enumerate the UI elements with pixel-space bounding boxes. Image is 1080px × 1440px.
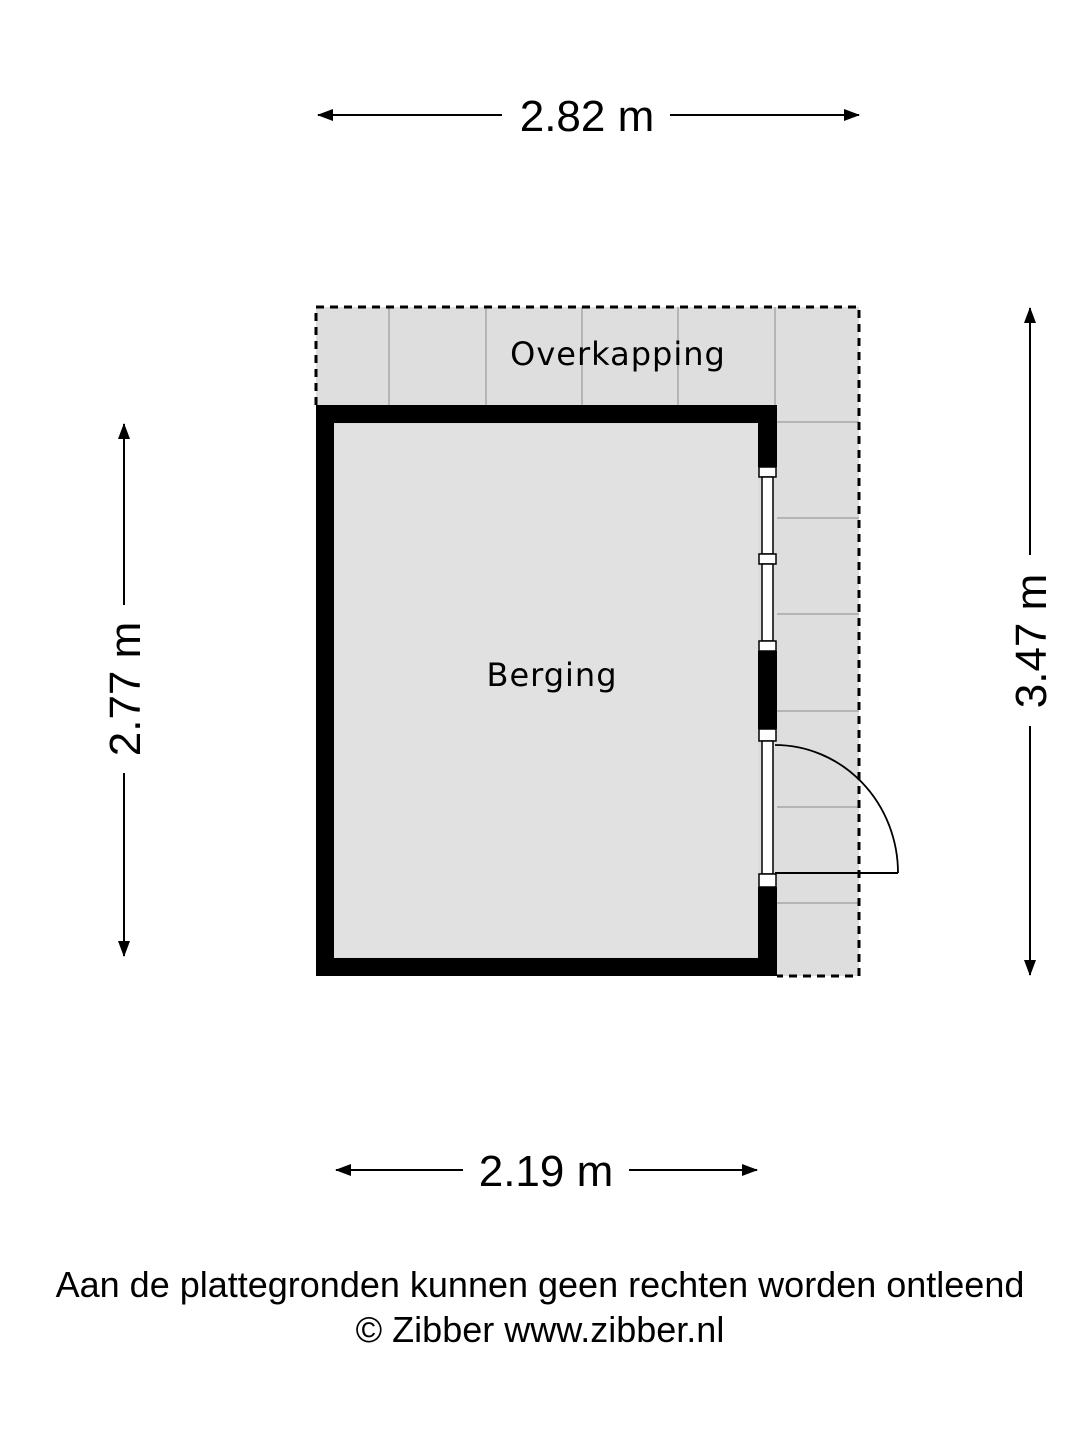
- dimension-bottom: 2.19 m: [335, 1147, 758, 1196]
- overkapping-label: Overkapping: [510, 335, 726, 373]
- copyright-text: © Zibber www.zibber.nl: [355, 1309, 725, 1350]
- dimension-right-label: 3.47 m: [1007, 574, 1056, 709]
- walls: [316, 405, 777, 976]
- berging-floor-shade: [334, 424, 758, 957]
- berging-label: Berging: [486, 656, 617, 694]
- window: [758, 466, 777, 652]
- overkapping-outline: [314, 305, 861, 978]
- dimension-left-label: 2.77 m: [101, 622, 150, 757]
- dimension-bottom-label: 2.19 m: [479, 1147, 614, 1196]
- dimension-top: 2.82 m: [317, 92, 860, 141]
- dimension-right: 3.47 m: [1007, 307, 1056, 976]
- dimension-left: 2.77 m: [101, 423, 150, 957]
- dimension-top-label: 2.82 m: [520, 92, 655, 141]
- door: [758, 728, 899, 888]
- disclaimer-text: Aan de plattegronden kunnen geen rechten…: [55, 1264, 1025, 1305]
- overkapping-tiles: [388, 307, 859, 904]
